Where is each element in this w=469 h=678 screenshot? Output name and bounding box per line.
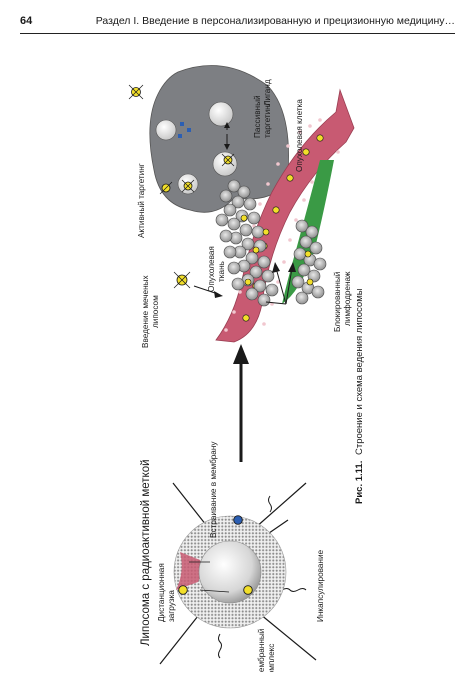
flow-arrow bbox=[233, 344, 249, 462]
encapsulated-marker bbox=[243, 585, 253, 595]
label-membrane-complex-1: Мембранный bbox=[257, 629, 266, 672]
page-number: 64 bbox=[20, 15, 33, 27]
tumor-tissue bbox=[215, 179, 327, 307]
label-tumor-cell: Опухолевая клетка bbox=[295, 99, 304, 172]
label-remote-loading-1: Дистанционная bbox=[157, 563, 166, 622]
liposome-squiggles bbox=[218, 495, 307, 659]
label-blocked-drainage-2: лимфодренаж bbox=[343, 271, 352, 326]
figure-drawing: Липосома с радиоактивной меткой Дистанци… bbox=[128, 65, 365, 672]
label-remote-loading-2: загрузка bbox=[167, 590, 176, 622]
label-labeled-injection-2: липосом bbox=[151, 295, 160, 328]
page-header: 64 Раздел I. Введение в персонализирован… bbox=[20, 13, 455, 34]
running-head: Раздел I. Введение в персонализированную… bbox=[95, 15, 455, 27]
label-ligand: Лиганд bbox=[263, 79, 272, 106]
label-active-targeting: Активный таргетинг bbox=[137, 163, 146, 238]
figure-caption: Рис. 1.11. Строение и схема ведения липо… bbox=[354, 288, 365, 504]
membrane-marker bbox=[233, 515, 243, 525]
label-passive-targeting-1: Пассивный bbox=[253, 95, 262, 138]
liposome-title: Липосома с радиоактивной меткой bbox=[140, 459, 152, 646]
label-tumor-tissue-2: ткань bbox=[217, 261, 226, 282]
label-membrane-insertion: Встраивание в мембрану bbox=[209, 441, 218, 538]
figure: Липосома с радиоактивной меткой Дистанци… bbox=[20, 42, 456, 672]
targeting-liposomes bbox=[128, 84, 235, 289]
liposome-diagram bbox=[159, 482, 317, 665]
injection-arrow bbox=[193, 285, 223, 298]
label-tumor-tissue-1: Опухолевая bbox=[207, 246, 216, 292]
remote-loading-marker bbox=[178, 585, 188, 595]
label-passive-targeting-2: таргетинг bbox=[263, 102, 272, 138]
remote-loading-region bbox=[176, 552, 202, 590]
label-encapsulation: Инкапсулирование bbox=[316, 549, 325, 622]
caption-text: Строение и схема ведения липосомы bbox=[354, 288, 365, 455]
passive-arrows bbox=[265, 262, 296, 305]
label-labeled-injection-1: Введение меченых bbox=[141, 275, 150, 348]
liposome-core bbox=[198, 540, 262, 604]
label-membrane-complex-2: комплекс bbox=[267, 644, 276, 672]
label-blocked-drainage-1: Блокированный bbox=[333, 272, 342, 332]
caption-label: Рис. 1.11. bbox=[354, 461, 365, 504]
